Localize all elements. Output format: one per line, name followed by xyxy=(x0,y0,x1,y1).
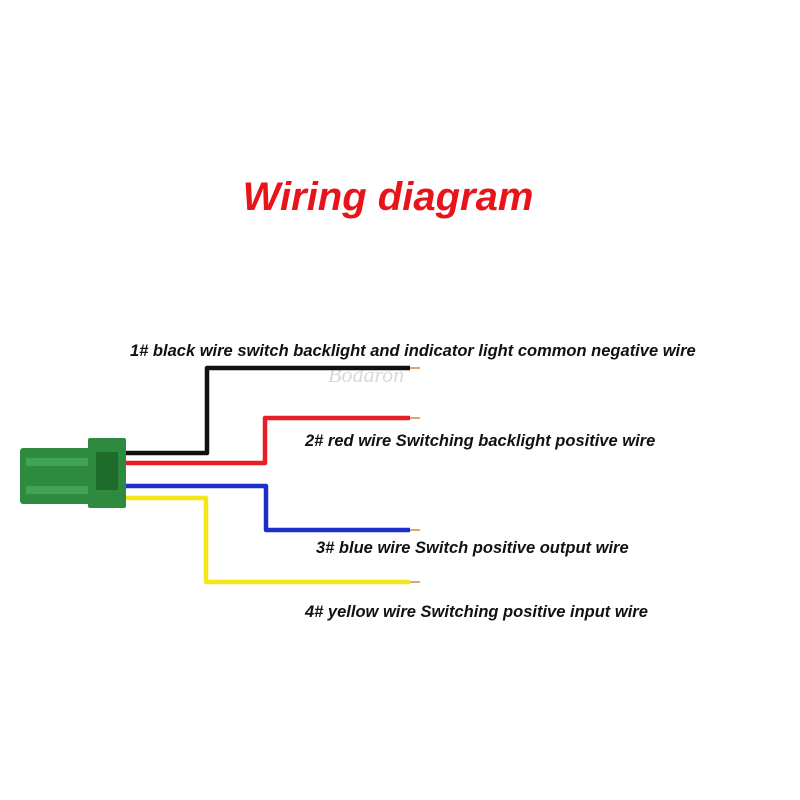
wire-blue xyxy=(126,483,410,533)
connector-rib xyxy=(26,458,88,466)
label-red-wire: 2# red wire Switching backlight positive… xyxy=(304,432,655,450)
connector-body xyxy=(20,448,94,504)
wire-yellow xyxy=(126,495,410,585)
diagram-title: Wiring diagram xyxy=(243,175,534,219)
wire-red xyxy=(126,415,410,466)
wires-group xyxy=(126,365,420,585)
label-yellow-wire: 4# yellow wire Switching positive input … xyxy=(304,603,648,621)
labels-group: 1# black wire switch backlight and indic… xyxy=(130,342,696,621)
wire-black xyxy=(126,365,410,456)
connector-rib xyxy=(26,486,88,494)
label-blue-wire: 3# blue wire Switch positive output wire xyxy=(316,539,629,557)
label-black-wire: 1# black wire switch backlight and indic… xyxy=(130,342,696,360)
connector xyxy=(20,438,126,508)
connector-latch xyxy=(96,452,118,490)
